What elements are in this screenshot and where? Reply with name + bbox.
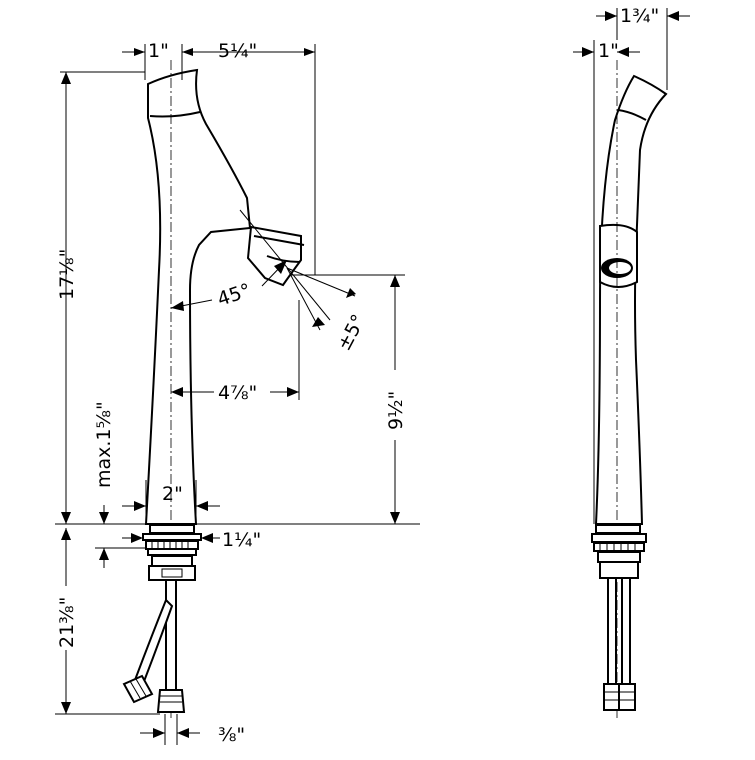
dim-outlet-height: 9½" [385,391,407,430]
spray-tol-1 [286,267,356,297]
dim-head-depth: 1¾" [620,5,659,27]
supply-hoses [122,579,186,713]
top-cap-line [149,111,201,118]
faucet-body-outline [144,68,252,525]
dim-hose-connection: ⅜" [218,724,245,746]
dim-total-height: 17⅛" [56,249,78,300]
dim-reach-low: 4⅞" [218,382,257,404]
dim-angle-tolerance: ±5° [333,311,370,354]
dim-side-offset: 1" [598,40,619,62]
shank-assembly [142,524,202,581]
side-supply-hoses [603,577,636,711]
side-body-outline [594,74,668,525]
side-shank-assembly [591,524,647,579]
side-view: 1¾" 1" [573,5,690,720]
spout-outlet [266,255,301,263]
spray-tol-2 [286,267,321,331]
front-view: 1" 5¼" 17⅛" 45° ±5° 4⅞" 9½" max.1⅝" 2" 1… [55,40,420,746]
dim-base-diameter: 2" [162,483,183,505]
side-cap-line [617,109,647,121]
dim-shank-thread: 1¼" [222,529,261,551]
dim-max-thickness: max.1⅝" [93,401,115,488]
dim-spout-offset: 1" [148,40,169,62]
spray-axis [239,209,331,321]
dim-spout-reach: 5¼" [218,40,257,62]
dim-spray-angle: 45° [215,279,254,310]
dim-hose-length: 21⅜" [56,597,78,648]
